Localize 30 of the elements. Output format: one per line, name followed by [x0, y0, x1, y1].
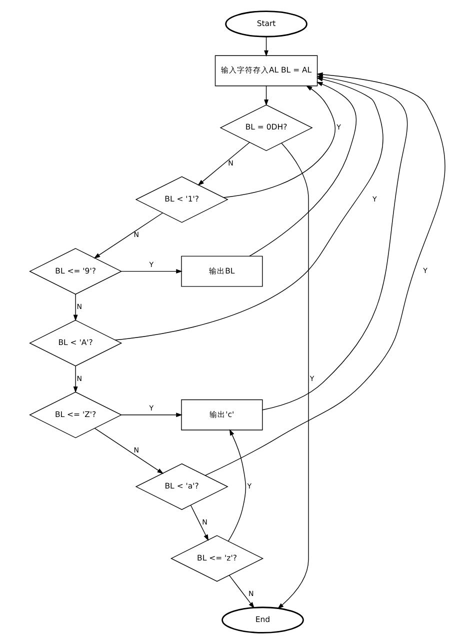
arrow — [94, 428, 164, 474]
edge-label: Y — [148, 404, 154, 413]
edge-label: N — [133, 230, 139, 240]
arrow — [120, 412, 182, 418]
edge-label: N — [202, 517, 207, 526]
arrow — [276, 142, 308, 610]
edge-label: Y — [336, 122, 340, 132]
arrow — [72, 366, 78, 393]
arrow — [197, 142, 250, 186]
edge-label: Y — [148, 260, 154, 270]
arrow — [72, 294, 78, 322]
edge-label: Y — [246, 481, 252, 490]
arrow — [222, 85, 335, 198]
arrow — [190, 504, 208, 541]
edge-label: N — [76, 374, 82, 383]
arrow — [228, 574, 254, 608]
edge-label: Y — [309, 374, 314, 383]
arrow — [264, 86, 268, 106]
edge-label: N — [228, 158, 233, 168]
edge-label: N — [248, 589, 254, 598]
arrow — [204, 72, 445, 476]
arrow — [227, 429, 246, 542]
edge-label: Y — [372, 194, 376, 204]
edge-label: N — [76, 302, 82, 311]
arrow — [93, 212, 162, 259]
edge-label: Y — [422, 266, 427, 276]
arrow — [120, 269, 182, 274]
arrow — [264, 36, 268, 57]
edge-label: N — [133, 446, 139, 455]
arrow — [248, 82, 356, 256]
